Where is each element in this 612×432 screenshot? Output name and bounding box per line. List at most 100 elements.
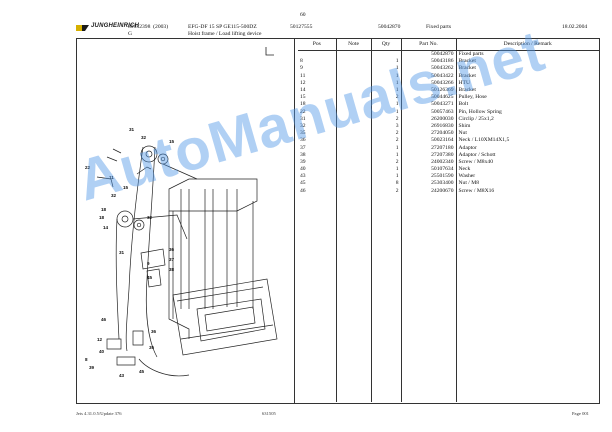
cell-note — [335, 187, 372, 195]
drawing-label: 45 — [139, 369, 145, 374]
drawing-label: 15 — [169, 139, 175, 144]
page-frame — [76, 38, 600, 404]
drawing-label: 38 — [169, 267, 175, 272]
filler-cell — [370, 194, 402, 402]
drawing-label: 12 — [97, 337, 103, 342]
cell-qty: 8 — [370, 180, 402, 188]
exploded-drawing: 31 32 15 22 15 11 32 18 14 32 31 36 9 37… — [85, 47, 278, 378]
document-date: 18.02.2004 — [562, 24, 588, 30]
filler-cell — [298, 194, 337, 402]
drawing-label: 36 — [169, 247, 175, 252]
model-name: EFG-DF 15 SP GE115-500DZ — [188, 24, 257, 30]
drawing-label: 45 — [147, 275, 153, 280]
cell-pos — [298, 50, 337, 59]
cell-desc: Pulley, Hose — [455, 94, 599, 102]
cell-qty: 2 — [370, 187, 402, 195]
cell-pos: 43 — [298, 173, 337, 181]
column-header-pos: Pos — [298, 39, 337, 51]
cell-pos: 8 — [298, 58, 337, 66]
page-number: 60 — [300, 12, 306, 18]
cell-desc: Bracket — [455, 58, 599, 66]
filler-cell — [335, 194, 372, 402]
section-title: Hoist frame / Load lifting device — [188, 31, 262, 37]
cell-desc: Circlip / 25x1,2 — [455, 115, 599, 123]
cell-part: 27207380 — [400, 151, 457, 159]
part-reference-title: Fixed parts — [426, 24, 452, 30]
cell-desc: Fixed parts — [455, 50, 599, 59]
drawing-label: 40 — [99, 349, 105, 354]
drawing-label: 11 — [109, 175, 114, 180]
filler-cell — [400, 194, 457, 402]
cell-pos: 38 — [298, 151, 337, 159]
table-header-row: Pos Note Qty Part No. Description / Rema… — [298, 39, 599, 51]
part-reference: 50042870 — [378, 24, 401, 30]
drawing-label: 18 — [101, 207, 107, 212]
column-header-qty: Qty — [370, 39, 402, 51]
drawing-label: 43 — [119, 373, 125, 378]
filler-cell — [455, 194, 599, 402]
cell-qty: 1 — [370, 144, 402, 152]
cell-desc: Screw / M8X16 — [455, 187, 599, 195]
cell-qty: 2 — [370, 137, 402, 145]
drawing-label: 9 — [147, 261, 150, 266]
cell-desc: Adaptor — [455, 144, 599, 152]
exploded-drawing-panel: 31 32 15 22 15 11 32 18 14 32 31 36 9 37… — [77, 39, 295, 403]
column-header-desc: Description / Remark — [455, 39, 599, 51]
cell-desc: Bracket — [455, 86, 599, 95]
drawing-label: 31 — [119, 250, 125, 255]
drawing-label: 36 — [151, 329, 157, 334]
cell-pos: 40 — [298, 166, 337, 174]
table-filler-row — [298, 194, 599, 402]
cell-desc: Bracket — [455, 72, 599, 80]
cell-desc: Nut — [455, 130, 599, 138]
drawing-label: 32 — [111, 193, 117, 198]
cell-note — [335, 158, 372, 166]
cell-desc: Nut / M8 — [455, 180, 599, 188]
cell-part: 50023164 — [400, 137, 457, 145]
cell-pos: 39 — [298, 158, 337, 166]
cell-part: 25303400 — [400, 180, 457, 188]
cell-desc: Bolt — [455, 101, 599, 109]
cell-desc: Pin, Hollow Spring — [455, 108, 599, 116]
drawing-label: 46 — [101, 317, 107, 322]
cell-desc: Shim — [455, 122, 599, 131]
footer-page: Page 001 — [572, 411, 589, 416]
drawing-label: 32 — [141, 135, 147, 140]
drawing-label: 31 — [129, 127, 135, 132]
drawing-label: 15 — [123, 185, 129, 190]
cell-part: 24002340 — [400, 158, 457, 166]
cell-part: 25501590 — [400, 173, 457, 181]
drawing-label: 32 — [147, 215, 153, 220]
cell-part: 24200670 — [400, 187, 457, 195]
jungheinrich-logo-icon — [76, 25, 89, 31]
cell-desc: Washer — [455, 173, 599, 181]
drawing-label: 18 — [99, 215, 105, 220]
brand-name: JUNGHEINRICH — [91, 23, 140, 29]
cell-qty: 1 — [370, 151, 402, 159]
cell-note — [335, 50, 372, 59]
cell-part: 26916830 — [400, 122, 457, 131]
cell-qty: 1 — [370, 173, 402, 181]
cell-desc: Bracket — [455, 65, 599, 73]
cell-part: 27204050 — [400, 130, 457, 138]
cell-desc: Neck / L10XM14X1,5 — [455, 137, 599, 145]
cell-note — [335, 166, 372, 174]
cell-note — [335, 144, 372, 152]
